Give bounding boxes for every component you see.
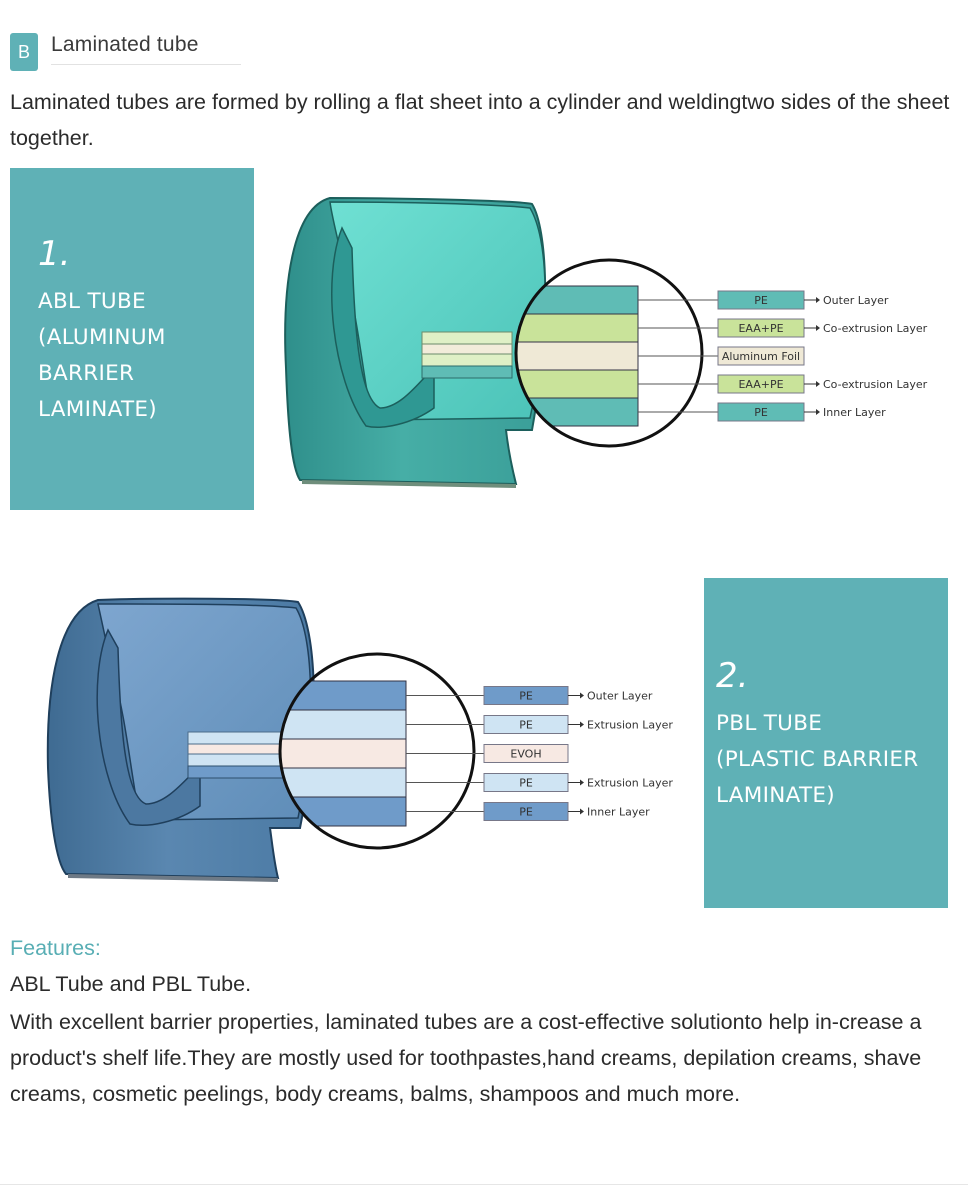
pbl-zoom-layers: [280, 680, 407, 827]
section-badge: B: [10, 33, 38, 71]
pbl-layer-role: Outer Layer: [587, 690, 653, 703]
abl-title-line: LAMINATE): [38, 397, 157, 422]
pbl-zoom-layer: [280, 709, 407, 740]
features-subheading: ABL Tube and PBL Tube.: [10, 972, 252, 996]
pbl-info-panel: 2. PBL TUBE (PLASTIC BARRIER LAMINATE): [704, 578, 948, 908]
abl-tube-base-edge: [302, 480, 516, 488]
pbl-layer-material: PE: [519, 719, 533, 732]
abl-layer-material: PE: [754, 294, 768, 307]
abl-tube-curl: [331, 226, 435, 428]
pbl-role-arrowhead: [580, 779, 584, 786]
abl-magnifier-ring: [514, 258, 704, 448]
pbl-small-layers: [187, 731, 289, 779]
pbl-layer-material: PE: [519, 806, 533, 819]
abl-layer-material: EAA+PE: [738, 378, 783, 391]
section-title: Laminated tube: [51, 33, 199, 56]
pbl-layer-material: EVOH: [510, 748, 541, 761]
abl-role-arrowhead: [816, 381, 820, 387]
features-heading: Features:: [10, 936, 101, 960]
abl-zoom-layer: [516, 369, 639, 399]
pbl-layer-role: Inner Layer: [587, 806, 650, 819]
pbl-layer-material: PE: [519, 777, 533, 790]
abl-role-arrowhead: [816, 325, 820, 331]
abl-title-line: ABL TUBE: [38, 289, 146, 314]
pbl-layer-role: Extrusion Layer: [587, 719, 673, 732]
abl-small-layers: [421, 331, 513, 379]
pbl-layer-role: Extrusion Layer: [587, 777, 673, 790]
section-title-underline: [51, 64, 241, 65]
abl-layer-material: Aluminum Foil: [722, 350, 800, 363]
bottom-divider: [0, 1184, 968, 1185]
section-header: B Laminated tube: [10, 31, 242, 71]
abl-zoom-layers: [516, 285, 639, 427]
abl-zoom-layer: [516, 313, 639, 343]
pbl-title-line: PBL TUBE: [716, 711, 823, 736]
abl-title-line: BARRIER: [38, 361, 135, 386]
pbl-role-arrowhead: [580, 721, 584, 728]
abl-zoom-layer: [516, 341, 639, 371]
abl-layer-role: Co-extrusion Layer: [823, 378, 928, 391]
abl-info-panel: 1. ABL TUBE (ALUMINUM BARRIER LAMINATE): [10, 168, 254, 510]
abl-layer-material: EAA+PE: [738, 322, 783, 335]
abl-layer-material: PE: [754, 406, 768, 419]
pbl-role-arrowhead: [580, 808, 584, 815]
abl-role-arrowhead: [816, 297, 820, 303]
pbl-zoom-layer: [280, 767, 407, 798]
pbl-title-line: LAMINATE): [716, 783, 835, 808]
pbl-number: 2.: [716, 656, 749, 696]
pbl-zoom-layer: [280, 738, 407, 769]
pbl-role-arrowhead: [580, 692, 584, 699]
pbl-magnifier-ring: [278, 652, 476, 850]
pbl-layer-box: [483, 744, 569, 763]
pbl-title-line: (PLASTIC BARRIER: [716, 747, 919, 772]
abl-title-line: (ALUMINUM: [38, 325, 166, 350]
intro-paragraph: Laminated tubes are formed by rolling a …: [10, 90, 950, 150]
features-body: With excellent barrier properties, lamin…: [10, 1010, 922, 1106]
pbl-tube-curl: [96, 628, 201, 826]
pbl-tube-base-edge: [68, 874, 278, 882]
pbl-layer-material: PE: [519, 690, 533, 703]
abl-layer-box: [717, 346, 805, 366]
abl-layer-role: Co-extrusion Layer: [823, 322, 928, 335]
abl-number: 1.: [38, 234, 71, 274]
abl-layer-role: Outer Layer: [823, 294, 889, 307]
abl-layer-role: Inner Layer: [823, 406, 886, 419]
abl-role-arrowhead: [816, 409, 820, 415]
